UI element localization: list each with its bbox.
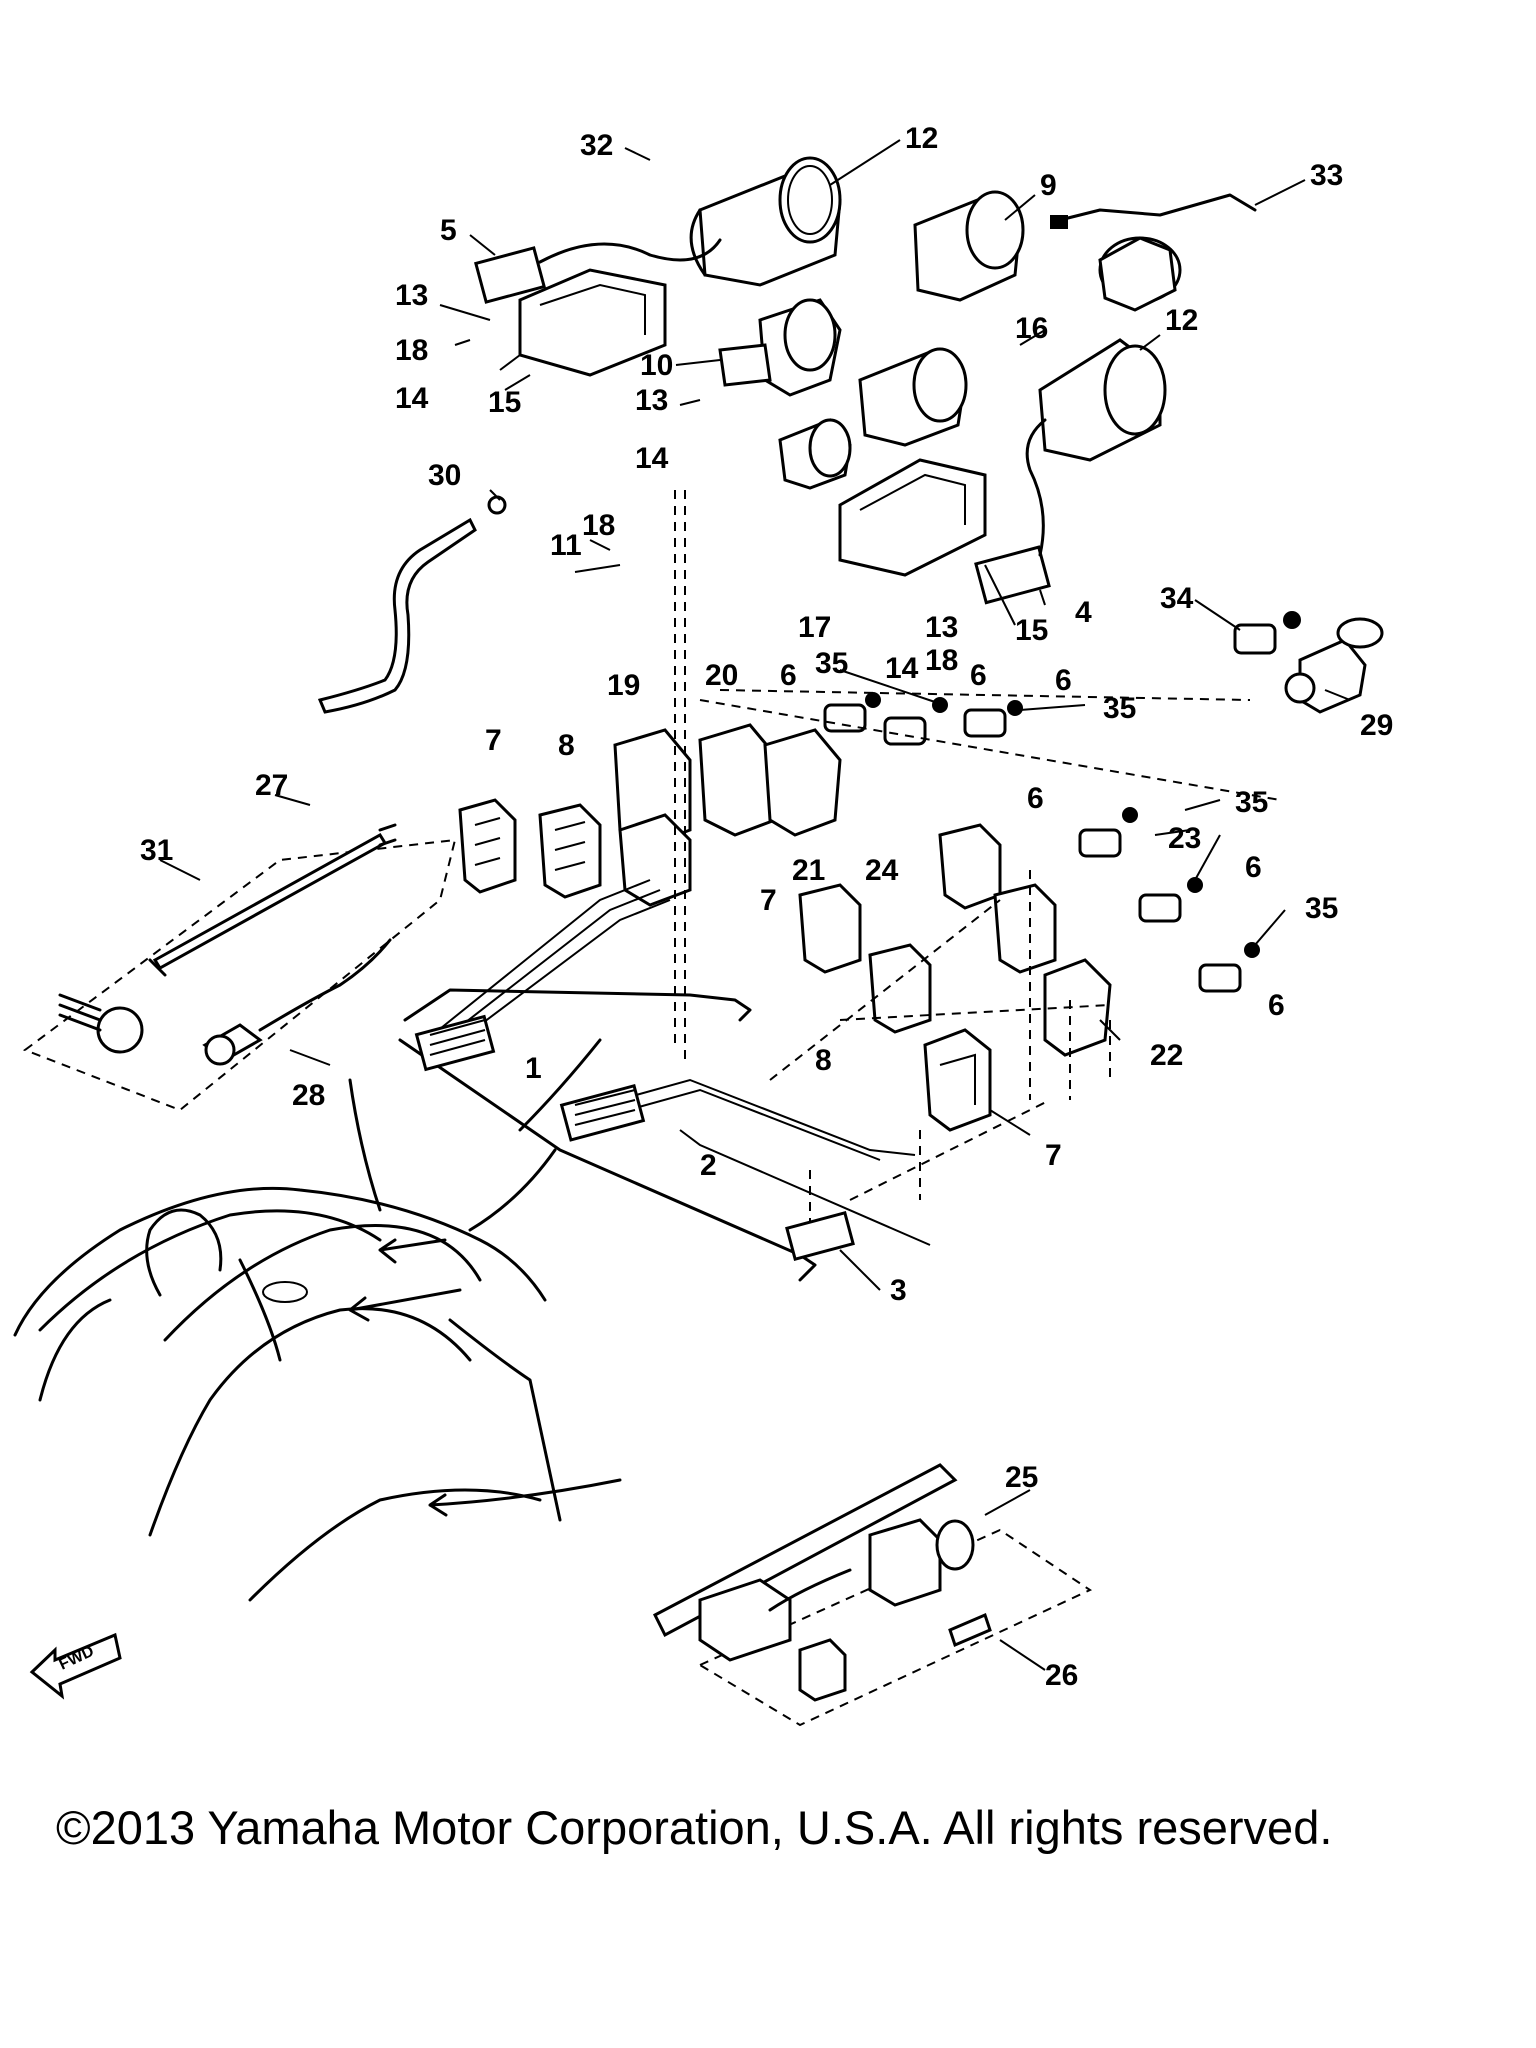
callout-2: 2 [700,1149,717,1182]
callout-13: 13 [395,279,428,312]
buzzer-29 [1284,617,1384,714]
callout-11: 11 [550,529,582,562]
sensor-25-26 [653,1463,1093,1727]
callout-28: 28 [292,1079,325,1112]
callout-8b: 8 [815,1044,832,1077]
switch-8-left [538,803,602,899]
callout-8: 8 [558,729,575,762]
callout-13b: 13 [635,384,668,417]
switch-7-mid [798,883,862,974]
callout-18b: 18 [582,509,615,542]
relay-34 [1233,611,1301,655]
boot-33 [1050,193,1257,312]
callout-14: 14 [395,382,429,415]
callout-7c: 7 [1045,1139,1062,1172]
callout-16: 16 [1015,312,1048,345]
callout-7: 7 [485,724,502,757]
callout-35b: 35 [1103,692,1136,725]
callout-35: 35 [815,647,848,680]
switch-22 [1043,958,1112,1057]
callout-10: 10 [640,349,673,382]
hose-30 [317,495,507,714]
fwd-arrow-icon: FWD [29,1632,122,1700]
connector-4 [974,418,1051,605]
direction-arrows [348,1238,622,1517]
callout-15: 15 [488,386,521,419]
callout-6b: 6 [970,659,987,692]
callout-20: 20 [705,659,738,692]
hull-outline [13,1038,602,1602]
callout-1: 1 [525,1052,542,1085]
callout-29: 29 [1360,709,1393,742]
callout-24: 24 [865,854,899,887]
copyright-text: ©2013 Yamaha Motor Corporation, U.S.A. A… [56,1801,1333,1854]
callout-9: 9 [1040,169,1057,202]
gauge-16 [858,347,968,447]
callout-19: 19 [607,669,640,702]
callout-6c: 6 [1055,664,1072,697]
kit-27-28-31 [22,823,457,1112]
callout-14b: 14 [635,442,669,475]
callout-14c: 14 [885,652,919,685]
callout-32: 32 [580,129,613,162]
callout-5: 5 [440,214,457,247]
callout-17: 17 [798,611,831,644]
callout-30: 30 [428,459,461,492]
callout-34: 34 [1160,582,1194,615]
switch-24 [938,823,1002,910]
callout-26: 26 [1045,1659,1078,1692]
connector-3 [785,1210,855,1262]
callout-7b: 7 [760,884,777,917]
callout-35c: 35 [1235,786,1268,819]
callout-13c: 13 [925,611,958,644]
callout-22: 22 [1150,1039,1183,1072]
gauge-9 [913,190,1025,302]
callout-18c: 18 [925,644,958,677]
callout-15b: 15 [1015,614,1048,647]
callout-12b: 12 [1165,304,1198,337]
callout-33: 33 [1310,159,1343,192]
wire-harness [398,490,1281,1282]
connector-2 [559,1083,646,1142]
callout-27: 27 [255,769,288,802]
callout-23: 23 [1168,822,1201,855]
leader-lines [159,139,1351,1671]
switch-7-lower [923,1028,992,1132]
switch-8-mid [868,943,932,1034]
callout-labels: 1 2 3 4 5 6 6 6 6 6 6 7 7 7 8 8 9 10 11 … [140,122,1393,1692]
switch-7-left [458,798,517,894]
callout-6d: 6 [1027,782,1044,815]
callout-25: 25 [1005,1461,1038,1494]
switch-assembly-19-20-21 [613,723,842,907]
switch-right [993,883,1057,974]
callout-6e: 6 [1245,851,1262,884]
callout-6f: 6 [1268,989,1285,1022]
gauge-small-left [778,418,852,490]
callout-12: 12 [905,122,938,155]
connector-1 [414,1014,496,1072]
callout-3: 3 [890,1274,907,1307]
gauge-12-right [1038,338,1167,462]
socket-6-row [823,692,1260,993]
callout-35d: 35 [1305,892,1338,925]
callout-4: 4 [1075,596,1092,629]
bracket-15-right [838,458,987,577]
callout-18: 18 [395,334,428,367]
gauge-10 [718,298,842,397]
gauge-12-top [689,156,842,287]
callout-21: 21 [792,854,825,887]
connector-5 [474,238,722,304]
callout-31: 31 [140,834,173,867]
callout-6: 6 [780,659,797,692]
